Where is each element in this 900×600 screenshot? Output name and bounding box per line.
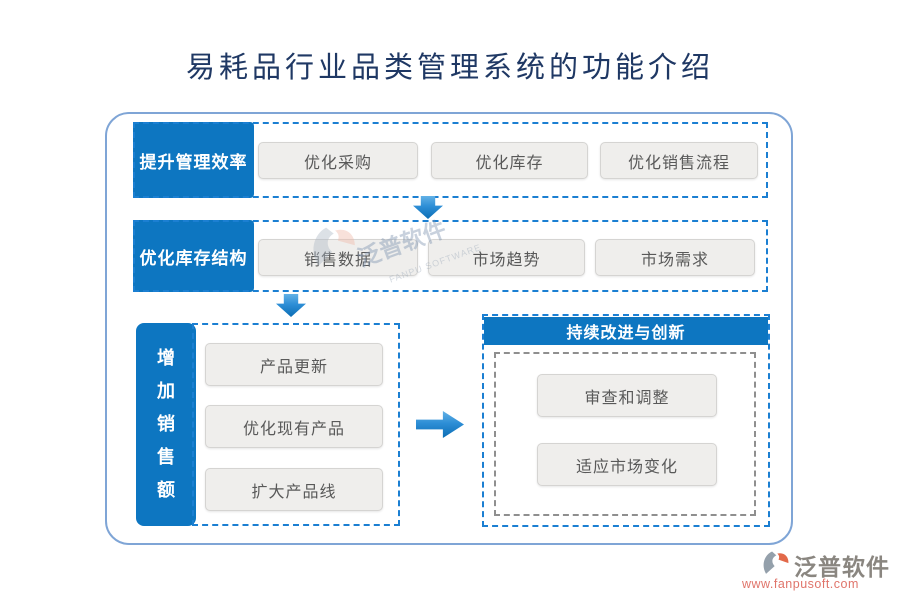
node-sales-data: 销售数据 xyxy=(258,239,418,276)
footer-logo: 泛普软件 www.fanpusoft.com xyxy=(742,548,892,594)
row1-label-text: 提升管理效率 xyxy=(139,152,248,172)
node-optimize-existing-products: 优化现有产品 xyxy=(205,405,383,448)
page-title: 易耗品行业品类管理系统的功能介绍 xyxy=(185,52,714,84)
node-adapt-market-change: 适应市场变化 xyxy=(537,443,717,486)
panel-header: 持续改进与创新 xyxy=(484,317,768,345)
row2-label-text: 优化库存结构 xyxy=(139,248,248,268)
row1-label: 提升管理效率 xyxy=(133,122,254,198)
panel-inner-border xyxy=(494,352,756,516)
fanpu-logo-icon xyxy=(763,551,789,574)
node-market-trend: 市场趋势 xyxy=(428,239,585,276)
row2-label: 优化库存结构 xyxy=(133,220,254,292)
row3-label-text: 增加销售额 xyxy=(157,348,175,500)
node-product-update: 产品更新 xyxy=(205,343,383,386)
node-optimize-sales-process: 优化销售流程 xyxy=(600,142,758,179)
footer-website-text: www.fanpusoft.com xyxy=(742,577,859,591)
node-review-and-adjust: 审查和调整 xyxy=(537,374,717,417)
node-optimize-procurement: 优化采购 xyxy=(258,142,418,179)
panel-title: 持续改进与创新 xyxy=(566,325,686,342)
outer-frame xyxy=(105,112,793,545)
footer-brand-text: 泛普软件 xyxy=(794,555,890,580)
row3-label: 增加销售额 xyxy=(136,323,196,526)
node-expand-product-line: 扩大产品线 xyxy=(205,468,383,511)
node-market-demand: 市场需求 xyxy=(595,239,755,276)
node-optimize-inventory: 优化库存 xyxy=(431,142,588,179)
